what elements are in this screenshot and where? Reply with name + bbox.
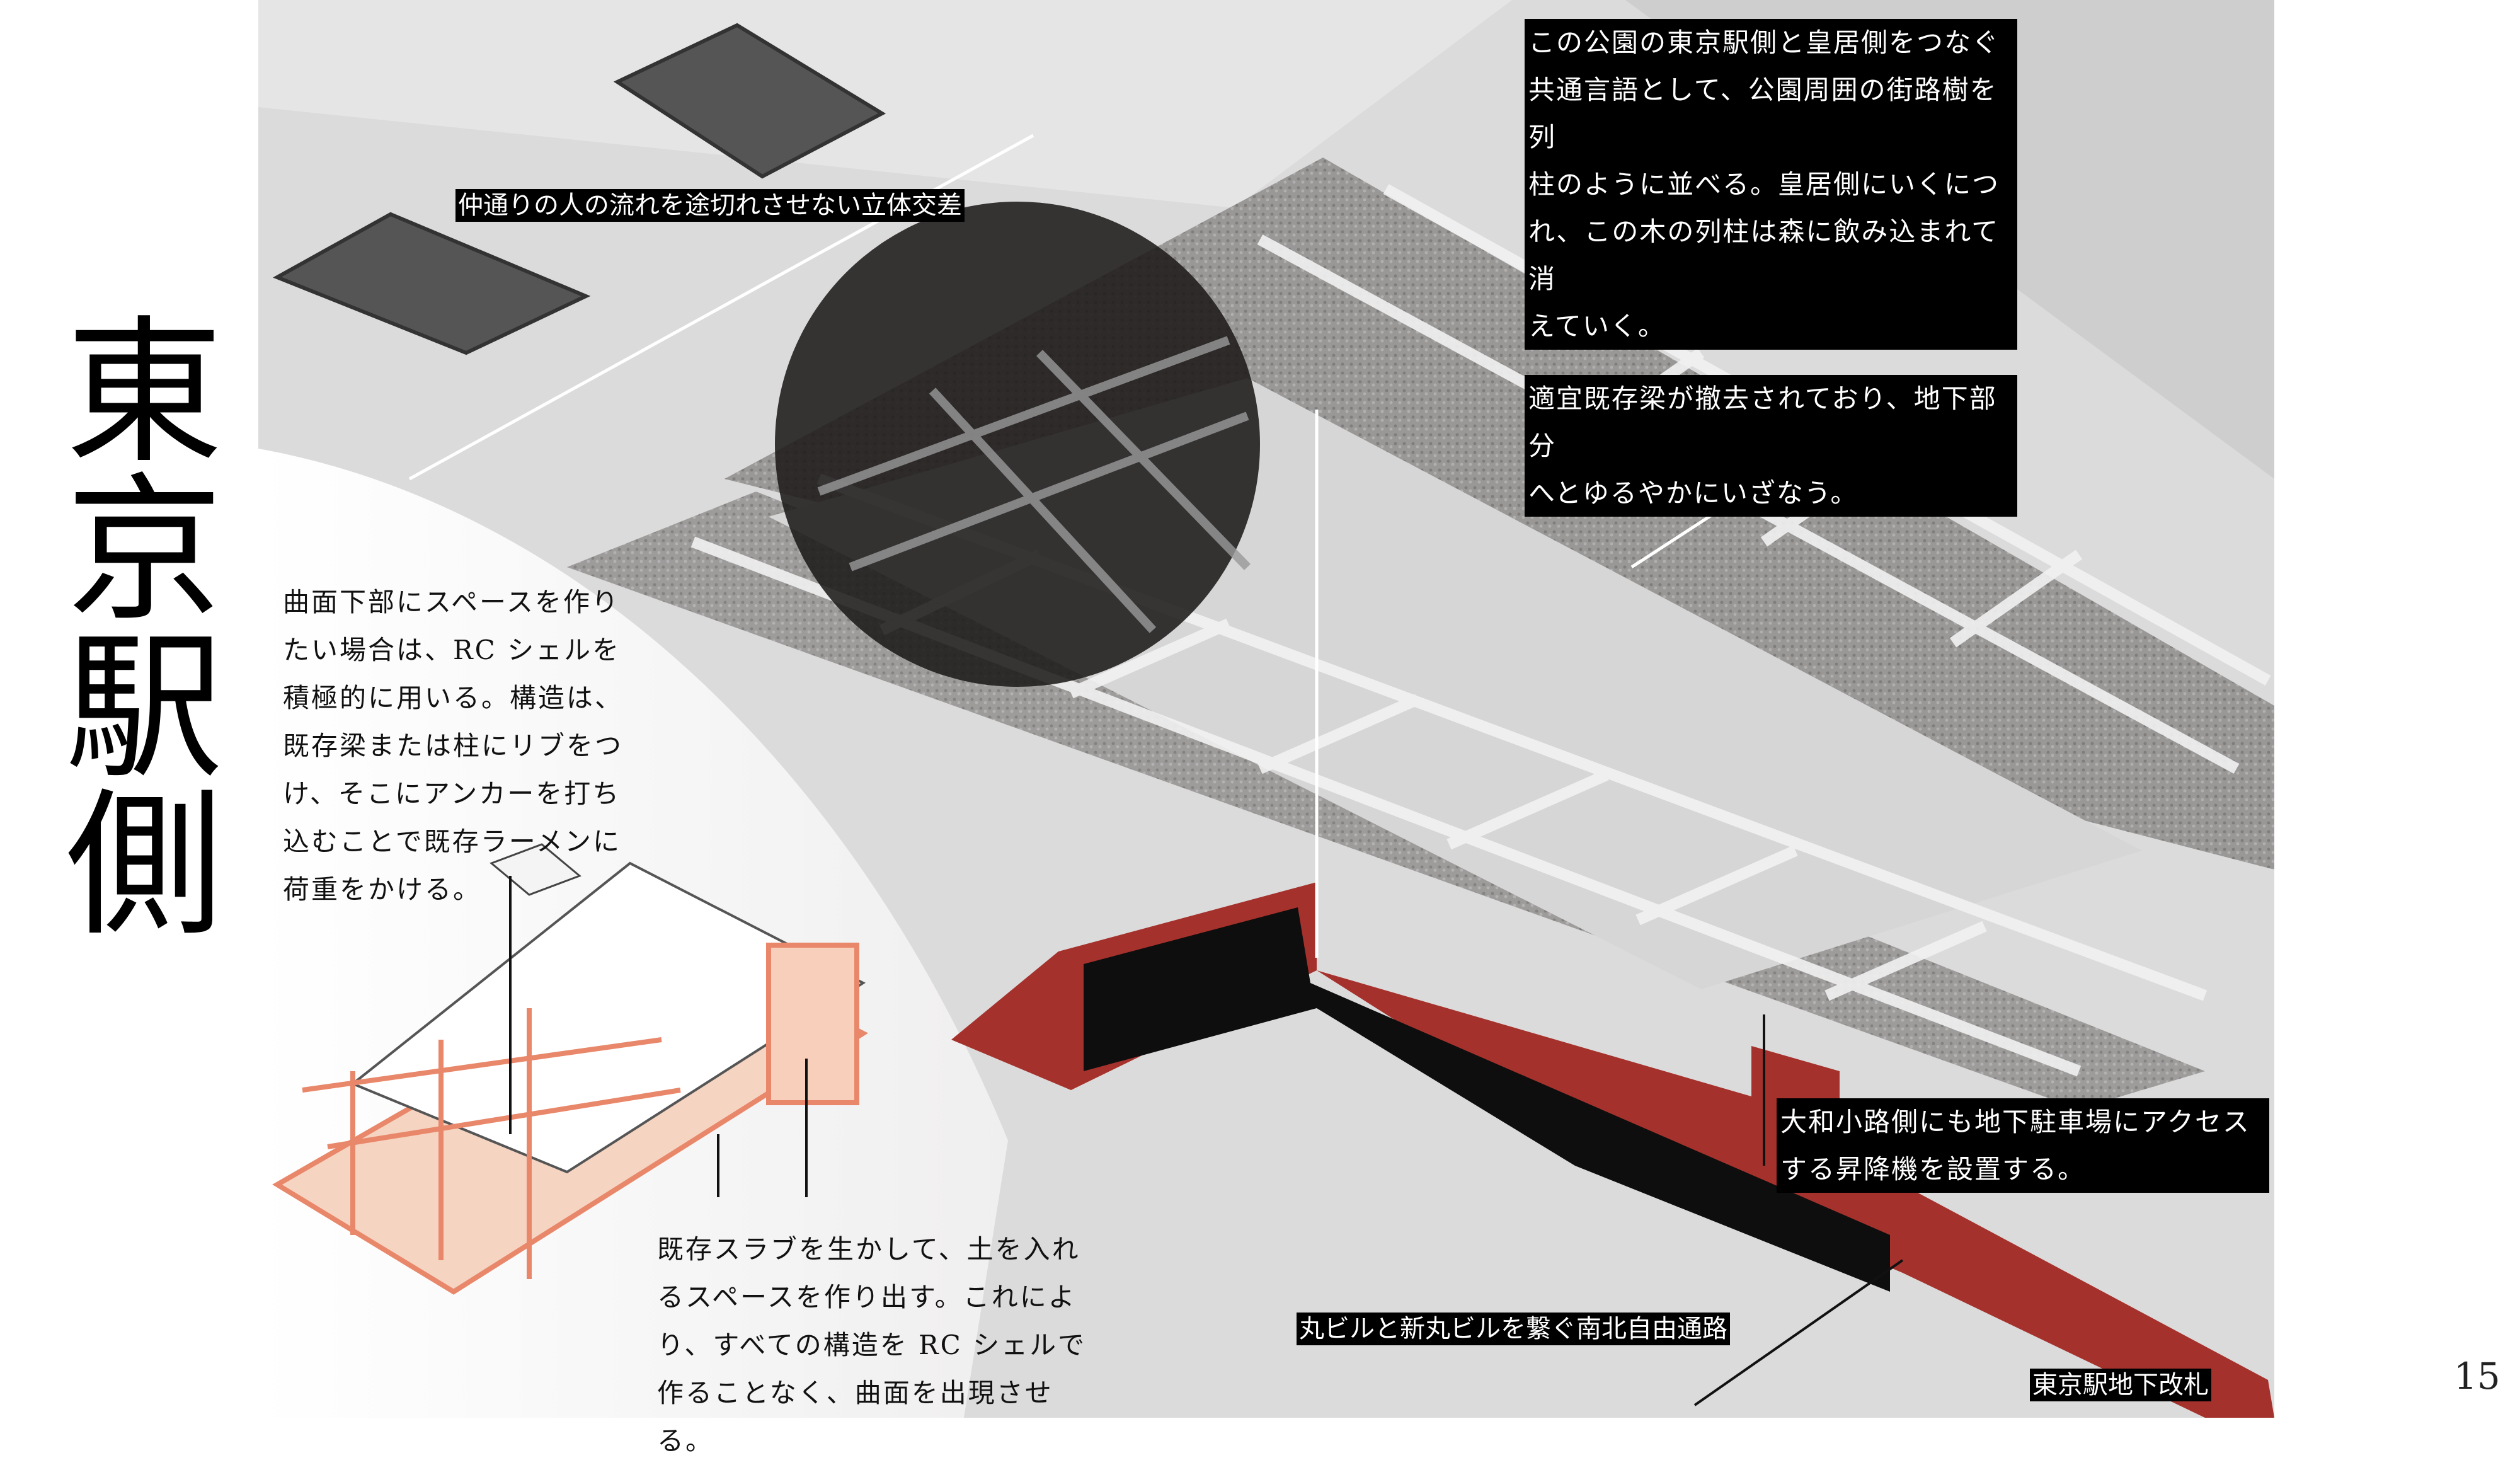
circle-beams <box>817 336 1251 633</box>
focus-circle <box>775 202 1260 687</box>
annotation-elevator: 大和小路側にも地下駐車場にアクセス する昇降機を設置する。 <box>1777 1098 2269 1193</box>
annotation-free-passage: 丸ビルと新丸ビルを繋ぐ南北自由通路 <box>1297 1313 1730 1345</box>
upper-walkway <box>258 0 1512 208</box>
page-number: 15 <box>2454 1355 2500 1398</box>
skylight-openings <box>273 23 886 355</box>
annotation-beam-removal: 適宜既存梁が撤去されており、地下部分 へとゆるやかにいざなう。 <box>1525 375 2017 517</box>
annotation-tree-columns: この公園の東京駅側と皇居側をつなぐ 共通言語として、公園周囲の街路樹を列 柱のよ… <box>1525 19 2017 350</box>
annotation-naka-street: 仲通りの人の流れを途切れさせない立体交差 <box>455 189 965 222</box>
paragraph-slab: 既存スラブを生かして、土を入れ るスペースを作り出す。これによ り、すべての構造… <box>657 1234 1087 1456</box>
paragraph-rc-shell: 曲面下部にスペースを作り たい場合は、RC シェルを 積極的に用いる。構造は、 … <box>283 587 624 905</box>
annotation-ticket-gate: 東京駅地下改札 <box>2030 1369 2211 1401</box>
structure-inset <box>272 861 869 1295</box>
upper-slab <box>258 0 2274 479</box>
section-void-black <box>1084 907 1890 1292</box>
loaded-plate <box>490 843 581 896</box>
page-title: 東京駅側 <box>38 309 222 939</box>
leader-lines <box>509 876 1904 1406</box>
